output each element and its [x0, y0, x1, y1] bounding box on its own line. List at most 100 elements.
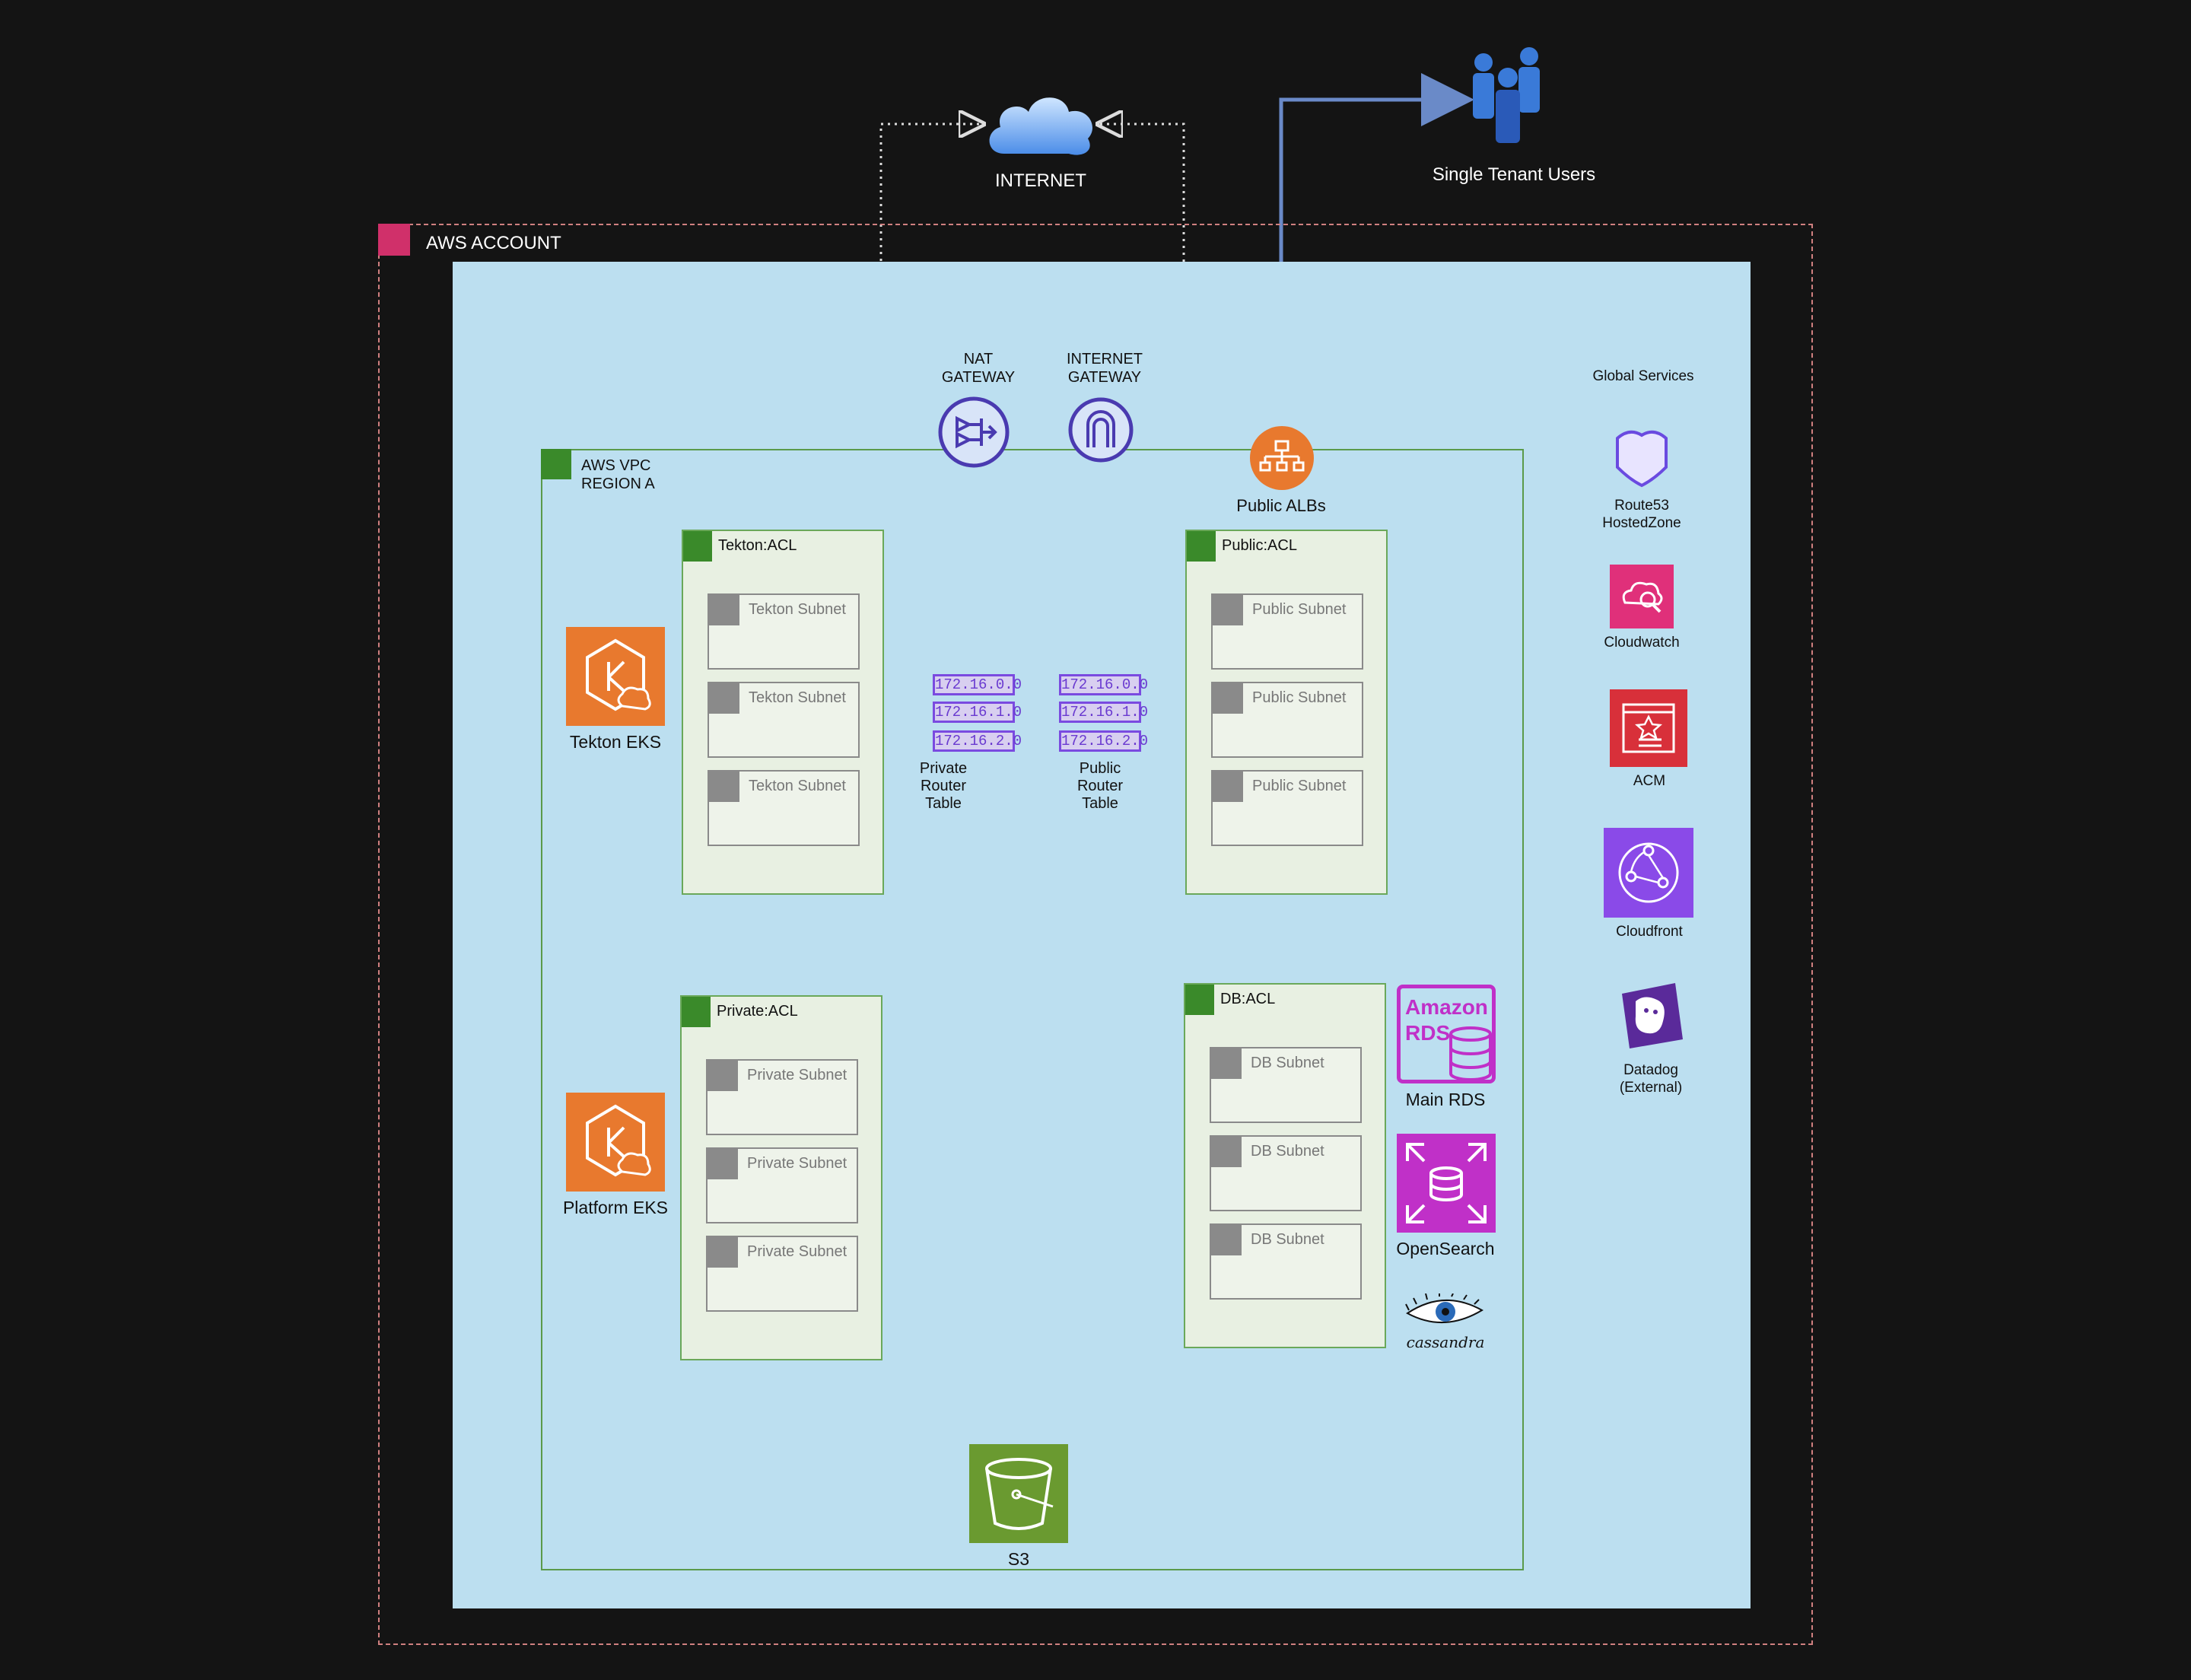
public-rt-label-line3: Table [1082, 795, 1118, 812]
datadog-label-line2: (External) [1619, 1080, 1683, 1096]
private-subnet-3: Private Subnet [706, 1236, 858, 1312]
subnet-label: DB Subnet [1251, 1143, 1324, 1160]
subnet-label: Private Subnet [747, 1243, 847, 1260]
public-route-entry-1: 172.16.0.0 [1059, 674, 1148, 695]
public-acl-title: Public:ACL [1222, 537, 1297, 554]
tekton-eks-icon [566, 627, 665, 726]
nat-gateway-icon [938, 396, 1010, 468]
users-icon [1473, 47, 1540, 143]
db-subnet-2: DB Subnet [1210, 1135, 1362, 1211]
alb-label: Public ALBs [1236, 496, 1326, 515]
cassandra-eye-icon [1405, 1293, 1483, 1324]
public-subnet-3: Public Subnet [1211, 770, 1363, 846]
public-subnet-1: Public Subnet [1211, 593, 1363, 670]
subnet-cloud-icon [1213, 772, 1243, 802]
account-label: AWS ACCOUNT [426, 233, 561, 253]
internet-gateway-label-line1: INTERNET [1067, 351, 1143, 368]
private-route-entry-1: 172.16.0.0 [933, 674, 1022, 695]
acm-icon [1610, 689, 1687, 767]
subnet-cloud-icon [708, 1061, 738, 1091]
public-route-entry-2: 172.16.1.0 [1059, 702, 1148, 723]
subnet-cloud-icon [709, 772, 739, 802]
opensearch-icon [1397, 1134, 1496, 1233]
private-route-entry-3: 172.16.2.0 [933, 730, 1022, 752]
tekton-subnet-3: Tekton Subnet [708, 770, 860, 846]
s3-label: S3 [1007, 1549, 1030, 1569]
aws-account-boundary [378, 224, 1813, 1645]
subnet-cloud-icon [709, 683, 739, 714]
rds-logo-line1: Amazon [1405, 995, 1488, 1019]
global-services-title: Global Services [1592, 368, 1694, 384]
acm-label: ACM [1633, 773, 1666, 789]
subnet-label: Public Subnet [1252, 601, 1347, 618]
internet-label: INTERNET [995, 170, 1086, 191]
route53-label-line1: Route53 [1614, 498, 1669, 514]
nat-gateway-label-line1: NAT [963, 351, 994, 368]
subnet-cloud-icon [1211, 1225, 1242, 1255]
subnet-cloud-icon [1213, 683, 1243, 714]
platform-eks-label: Platform EKS [562, 1198, 669, 1217]
public-rt-label-line2: Router [1076, 778, 1124, 794]
rds-icon: Amazon RDS [1397, 985, 1496, 1083]
subnet-label: Tekton Subnet [749, 689, 846, 706]
subnet-cloud-icon [1211, 1137, 1242, 1167]
private-rt-label-line1: Private [919, 760, 968, 777]
database-icon [1449, 1026, 1492, 1081]
public-route-entry-3: 172.16.2.0 [1059, 730, 1148, 752]
internet-cloud-icon [989, 97, 1092, 155]
opensearch-label: OpenSearch [1396, 1239, 1495, 1258]
cloudfront-label: Cloudfront [1616, 924, 1683, 940]
internet-gateway-icon [1068, 397, 1134, 463]
subnet-label: Private Subnet [747, 1067, 847, 1083]
subnet-cloud-icon [708, 1149, 738, 1179]
tekton-acl-title: Tekton:ACL [718, 537, 797, 554]
private-subnet-2: Private Subnet [706, 1147, 858, 1223]
cassandra-label: cassandra [1406, 1333, 1485, 1351]
subnet-label: Public Subnet [1252, 689, 1347, 706]
subnet-label: Private Subnet [747, 1155, 847, 1172]
subnet-cloud-icon [1213, 595, 1243, 625]
lock-icon [683, 531, 712, 562]
cloudwatch-icon [1610, 565, 1674, 628]
vpc-label-line1: AWS VPC [581, 457, 651, 474]
lock-icon [1187, 531, 1216, 562]
private-rt-label-line3: Table [925, 795, 962, 812]
s3-bucket-icon [969, 1444, 1068, 1543]
subnet-label: Public Subnet [1252, 778, 1347, 794]
datadog-icon [1622, 983, 1683, 1048]
load-balancer-icon [1250, 426, 1314, 490]
vpc-icon [541, 449, 571, 479]
route53-label-line2: HostedZone [1602, 515, 1681, 531]
db-subnet-1: DB Subnet [1210, 1047, 1362, 1123]
tekton-eks-label: Tekton EKS [569, 732, 662, 752]
private-subnet-1: Private Subnet [706, 1059, 858, 1135]
subnet-label: Tekton Subnet [749, 601, 846, 618]
private-acl-group: Private:ACL Private Subnet Private Subne… [680, 995, 882, 1360]
db-acl-group: DB:ACL DB Subnet DB Subnet DB Subnet [1184, 983, 1386, 1348]
private-rt-label-line2: Router [920, 778, 967, 794]
users-label: Single Tenant Users [1432, 164, 1596, 185]
cloudfront-icon [1604, 828, 1693, 918]
private-acl-title: Private:ACL [717, 1003, 798, 1020]
rds-label: Main RDS [1405, 1090, 1486, 1109]
public-rt-label-line1: Public [1079, 760, 1121, 777]
subnet-label: DB Subnet [1251, 1231, 1324, 1248]
db-acl-title: DB:ACL [1220, 991, 1276, 1007]
igw-to-internet-line [1100, 124, 1185, 432]
rds-logo-line2: RDS [1405, 1021, 1451, 1045]
cloudwatch-label: Cloudwatch [1604, 635, 1680, 651]
vpc-boundary [541, 449, 1524, 1570]
account-icon [378, 224, 410, 256]
nat-gateway-label-line2: GATEWAY [941, 369, 1016, 386]
subnet-cloud-icon [708, 1237, 738, 1268]
public-acl-group: Public:ACL Public Subnet Public Subnet P… [1185, 530, 1388, 895]
tekton-subnet-1: Tekton Subnet [708, 593, 860, 670]
subnet-label: DB Subnet [1251, 1055, 1324, 1071]
internet-gateway-label-line2: GATEWAY [1067, 369, 1142, 386]
subnet-label: Tekton Subnet [749, 778, 846, 794]
platform-eks-icon [566, 1093, 665, 1192]
public-subnet-2: Public Subnet [1211, 682, 1363, 758]
db-subnet-3: DB Subnet [1210, 1223, 1362, 1300]
subnet-cloud-icon [1211, 1048, 1242, 1079]
aws-cloud-area [453, 262, 1751, 1608]
